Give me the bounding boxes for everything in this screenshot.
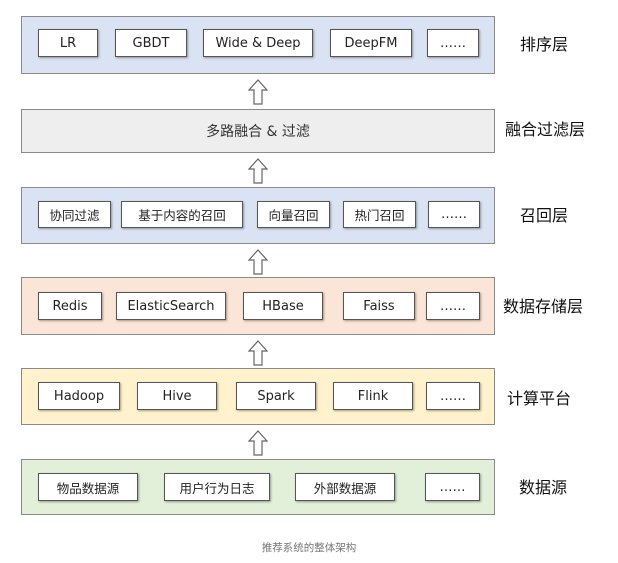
compute-item-flink: Flink <box>333 382 413 410</box>
up-arrow-icon <box>248 430 268 456</box>
recall-layer-label: 召回层 <box>520 206 569 225</box>
source-item-more: …… <box>425 473 480 501</box>
compute-item-hive: Hive <box>137 382 217 410</box>
compute-layer-box: Hadoop Hive Spark Flink …… <box>21 368 495 425</box>
storage-item-hbase: HBase <box>243 292 323 320</box>
rank-item-deepfm: DeepFM <box>330 29 412 57</box>
compute-item-more: …… <box>426 382 480 410</box>
compute-item-spark: Spark <box>236 382 316 410</box>
recall-item-more: …… <box>428 201 480 228</box>
recall-item-vector: 向量召回 <box>257 201 330 228</box>
source-item-user-behavior-log: 用户行为日志 <box>164 473 270 501</box>
rank-item-lr: LR <box>38 29 98 57</box>
compute-item-hadoop: Hadoop <box>38 382 120 410</box>
storage-layer-box: Redis ElasticSearch HBase Faiss …… <box>21 277 495 335</box>
source-layer-box: 物品数据源 用户行为日志 外部数据源 …… <box>21 459 495 515</box>
figure-caption: 推荐系统的整体架构 <box>261 542 357 554</box>
storage-layer-label: 数据存储层 <box>503 297 584 316</box>
storage-item-more: …… <box>426 292 480 320</box>
recall-layer-box: 协同过滤 基于内容的召回 向量召回 热门召回 …… <box>21 187 495 244</box>
recall-item-collaborative-filtering: 协同过滤 <box>38 201 111 228</box>
ranking-layer-label: 排序层 <box>520 35 569 54</box>
recall-item-popular: 热门召回 <box>343 201 416 228</box>
ranking-layer-box: LR GBDT Wide & Deep DeepFM …… <box>21 16 495 74</box>
source-layer-label: 数据源 <box>519 478 568 497</box>
up-arrow-icon <box>248 340 268 366</box>
up-arrow-icon <box>248 158 268 184</box>
up-arrow-icon <box>248 249 268 275</box>
source-item-item-data: 物品数据源 <box>38 473 138 501</box>
rank-item-gbdt: GBDT <box>115 29 187 57</box>
fusion-layer-label: 融合过滤层 <box>505 120 586 139</box>
source-item-external-data: 外部数据源 <box>295 473 395 501</box>
recall-item-content-based: 基于内容的召回 <box>121 201 243 228</box>
up-arrow-icon <box>248 79 268 105</box>
rank-item-more: …… <box>427 29 479 57</box>
storage-item-elasticsearch: ElasticSearch <box>116 292 226 320</box>
storage-item-redis: Redis <box>38 292 102 320</box>
rank-item-wide-deep: Wide & Deep <box>203 29 313 57</box>
compute-layer-label: 计算平台 <box>507 389 572 408</box>
fusion-layer-text: 多路融合 & 过滤 <box>206 124 310 140</box>
fusion-layer-box: 多路融合 & 过滤 <box>21 109 495 153</box>
storage-item-faiss: Faiss <box>343 292 415 320</box>
